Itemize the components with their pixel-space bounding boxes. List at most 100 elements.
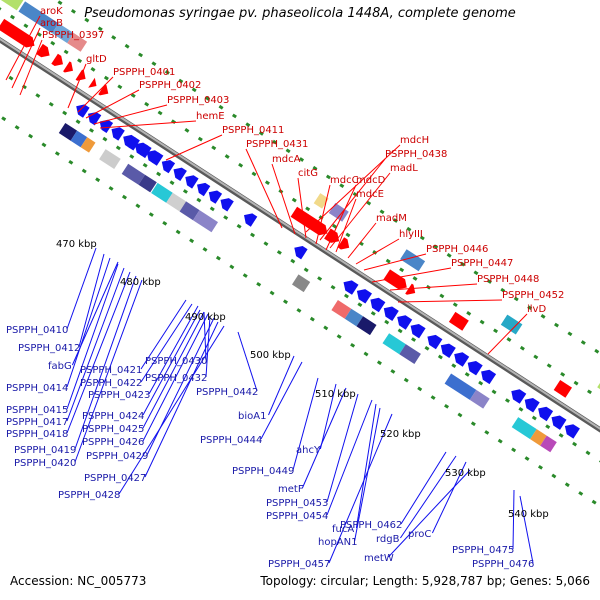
reverse-leader-line [431,461,467,534]
tick-mark [184,128,190,133]
reverse-gene-arrow [356,289,372,304]
reverse-gene-arrow [383,306,399,321]
forward-gene-label: mdcH [400,135,429,146]
reverse-leader-line [512,489,515,550]
feature-box [99,149,121,169]
tick-mark [68,159,74,165]
tick-mark [452,302,458,308]
feature-box [138,174,157,193]
reverse-leader-line [74,279,143,463]
feature-box [511,417,537,440]
tick-mark [540,314,546,319]
tick-mark [399,267,405,273]
reverse-gene-arrow [410,324,426,339]
reverse-leader-line [66,267,125,422]
reverse-leader-line [144,321,219,478]
tick-mark [209,206,215,212]
backbone-highlight [0,37,600,430]
reverse-gene-label: PSPPH_0449 [232,466,294,477]
forward-gene-arrow [36,43,50,58]
tick-mark [363,351,369,357]
tick-mark [309,316,315,322]
tick-mark [330,284,336,290]
feature-box [500,314,523,335]
tick-mark [54,151,60,156]
tick-mark [135,203,141,209]
tick-mark [251,171,257,177]
feature-box [530,429,547,446]
tick-mark [290,258,296,264]
reverse-gene-label: fucA [332,524,354,535]
tick-mark [264,180,270,186]
tick-mark [296,308,302,313]
tick-mark [189,238,195,244]
feature-box [151,182,173,203]
reverse-gene-arrow [244,213,258,227]
tick-mark [9,14,15,20]
tick-mark [102,136,108,142]
tick-mark [202,247,208,252]
reverse-gene-label: PSPPH_0420 [14,458,76,469]
reverse-gene-label: PSPPH_0429 [86,451,148,462]
reverse-gene-arrow [440,343,456,358]
tick-mark [285,148,291,154]
tick-mark [151,61,157,67]
tick-mark [8,75,14,81]
tick-mark [473,270,479,276]
forward-gene-arrow [98,84,109,96]
tick-mark [148,212,154,217]
tick-mark [376,360,382,366]
scale-label: 490 kbp [185,312,226,323]
forward-gene-arrow [51,53,63,66]
forward-gene-arrow [290,206,328,236]
tick-mark [223,215,229,220]
tick-mark [531,415,537,421]
reverse-gene-label: PSPPH_0454 [266,511,328,522]
tick-mark [28,133,34,139]
reverse-gene-arrow [208,190,223,204]
forward-gene-box [553,380,572,398]
tick-mark [357,302,363,308]
scale-label: 470 kbp [56,239,97,250]
reverse-gene-arrow [197,182,211,197]
feature-box [0,0,24,11]
reverse-gene-arrow [370,297,386,313]
reverse-gene-label: PSPPH_0444 [200,435,262,446]
reverse-gene-label: PSPPH_0422 [80,378,142,389]
tick-mark [551,473,557,479]
tick-mark [573,380,579,386]
tick-mark [323,325,329,331]
forward-gene-label: hlyIII [399,229,423,240]
tick-mark [231,113,237,119]
forward-gene-box [448,311,469,331]
topology-text: Topology: circular; Length: 5,928,787 bp… [260,574,590,588]
forward-gene-label: aroK [40,6,63,17]
tick-mark [392,218,398,223]
reverse-gene-arrow [150,152,164,166]
tick-mark [370,311,376,316]
forward-gene-label: ilvD [527,304,546,315]
forward-gene-label: gltD [86,54,107,65]
forward-leader-line [99,120,197,129]
tick-mark [0,7,2,11]
tick-mark [591,499,597,505]
tick-mark [299,157,305,162]
tick-mark [586,389,592,395]
feature-box [58,123,78,141]
reverse-leader-line [237,331,258,392]
tick-mark [263,241,269,247]
feature-box [400,249,426,272]
tick-mark [57,0,63,6]
reverse-gene-label: PSPPH_0418 [6,429,68,440]
tick-mark [142,162,148,168]
reverse-gene-arrow [397,315,413,330]
forward-leader-line [271,163,296,235]
forward-leader-line [93,104,168,125]
tick-mark [97,26,103,32]
forward-gene-label: PSPPH_0401 [113,67,175,78]
forward-leader-line [319,158,386,241]
forward-leader-line [165,134,223,161]
tick-mark [437,354,443,360]
reverse-gene-label: bioA1 [238,411,266,422]
tick-mark [269,290,275,296]
